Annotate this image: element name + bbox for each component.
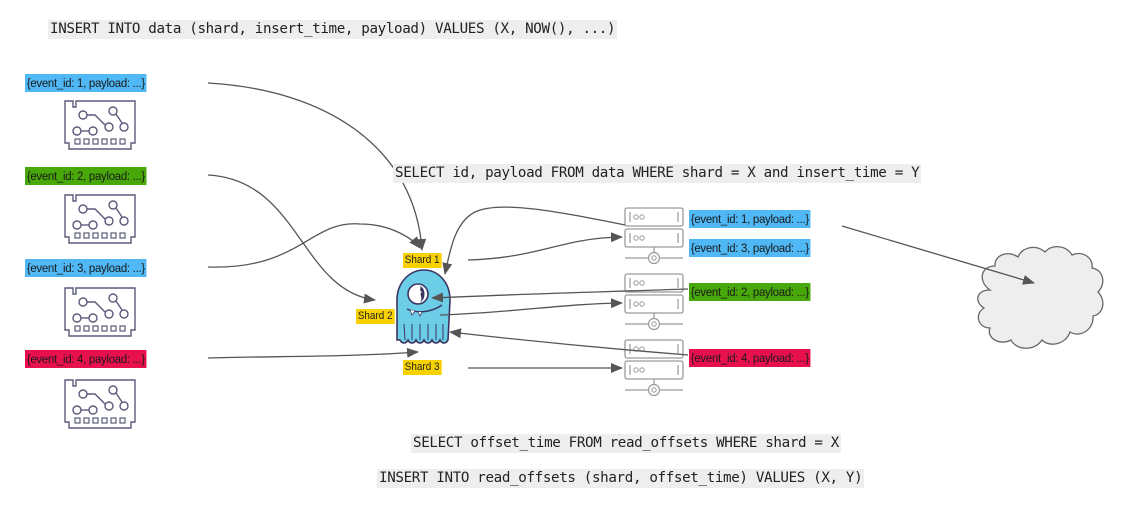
- scylla-monster-icon: [396, 269, 451, 344]
- server-icon: [624, 273, 684, 331]
- producer-event-label: {event_id: 2, payload: ...}: [25, 167, 147, 185]
- circuit-board-icon: [64, 100, 136, 150]
- circuit-board-icon: [64, 194, 136, 244]
- shard-2-label: Shard 2: [356, 309, 395, 324]
- consumer-event-label: {event_id: 1, payload: ...}: [689, 210, 811, 228]
- server-icon: [624, 339, 684, 397]
- cloud-icon: [977, 246, 1104, 349]
- shard-3-label: Shard 3: [403, 360, 442, 375]
- consumer-event-label: {event_id: 4, payload: ...}: [689, 349, 811, 367]
- producer-event-label: {event_id: 1, payload: ...}: [25, 74, 147, 92]
- arrow-server2-to-shard2: [431, 288, 689, 303]
- arrow-event3-to-shard1: [207, 223, 421, 268]
- consumer-event-label: {event_id: 3, payload: ...}: [689, 239, 811, 257]
- insert-data-query: INSERT INTO data (shard, insert_time, pa…: [48, 20, 618, 39]
- select-offsets-query: SELECT offset_time FROM read_offsets WHE…: [411, 434, 841, 453]
- arrow-event4-to-shard3: [207, 347, 419, 359]
- arrow-server1-to-shard1: [442, 206, 626, 275]
- circuit-board-icon: [64, 379, 136, 429]
- arrow-shard1-to-server1: [467, 232, 623, 261]
- server-icon: [624, 207, 684, 265]
- arrow-event1-to-cloud: [841, 225, 1035, 285]
- consumer-event-label: {event_id: 2, payload: ...}: [689, 283, 811, 301]
- insert-offsets-query: INSERT INTO read_offsets (shard, offset_…: [377, 469, 865, 488]
- producer-event-label: {event_id: 4, payload: ...}: [25, 350, 147, 368]
- arrow-server3-to-shard3: [449, 328, 689, 356]
- shard-1-label: Shard 1: [403, 253, 442, 268]
- circuit-board-icon: [64, 287, 136, 337]
- arrow-event1-to-shard1: [207, 82, 427, 251]
- producer-event-label: {event_id: 3, payload: ...}: [25, 259, 147, 277]
- arrow-event2-to-shard2: [207, 174, 376, 304]
- arrow-shard2-to-server2: [439, 298, 623, 316]
- select-data-query: SELECT id, payload FROM data WHERE shard…: [393, 164, 922, 183]
